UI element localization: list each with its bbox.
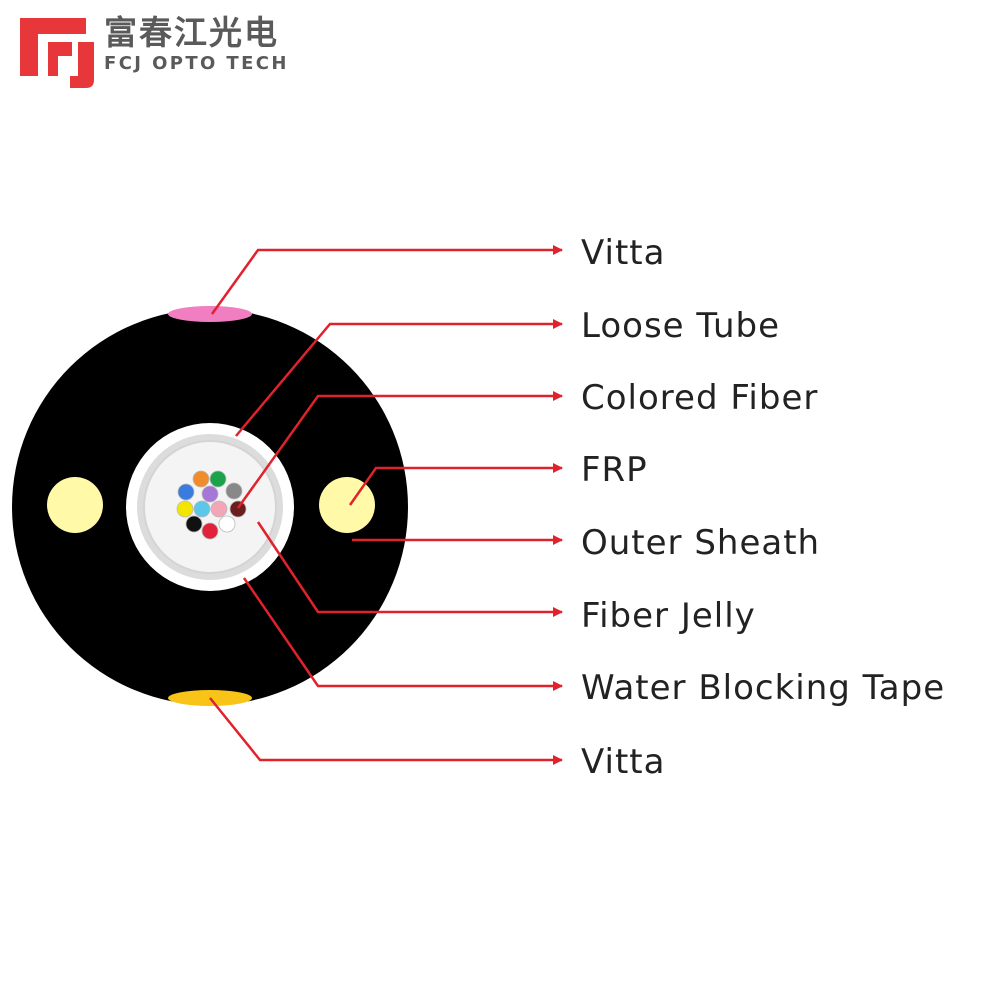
fcj-logo-icon (20, 18, 94, 88)
leader-water-blocking-tape (242, 577, 563, 691)
colored-fiber (229, 500, 247, 518)
brand-header: 富春江光电 FCJ OPTO TECH (0, 0, 340, 90)
colored-fiber (192, 470, 210, 488)
frp-left (47, 477, 103, 533)
colored-fiber (218, 515, 236, 533)
colored-fiber (176, 500, 194, 518)
leader-colored-fiber (236, 391, 563, 509)
label-loose-tube: Loose Tube (581, 306, 780, 346)
label-vitta-bottom: Vitta (581, 742, 665, 782)
colored-fiber (201, 485, 219, 503)
brand-name-cn: 富春江光电 (104, 13, 279, 52)
leader-vitta-bottom (209, 697, 563, 765)
colored-fiber (185, 515, 203, 533)
label-outer-sheath: Outer Sheath (581, 523, 820, 563)
leader-loose-tube (235, 319, 563, 437)
colored-fiber (201, 522, 219, 540)
colored-fibers (176, 470, 247, 540)
colored-fiber (225, 482, 243, 500)
colored-fiber (193, 500, 211, 518)
label-fiber-jelly: Fiber Jelly (581, 596, 756, 636)
label-frp: FRP (581, 450, 648, 490)
vitta-top (168, 306, 252, 322)
colored-fiber (210, 500, 228, 518)
leader-vitta-top (210, 245, 563, 315)
frp-right (319, 477, 375, 533)
brand-name-en: FCJ OPTO TECH (104, 53, 289, 74)
leader-fiber-jelly (256, 521, 563, 617)
leader-lines (209, 245, 563, 765)
label-colored-fiber: Colored Fiber (581, 378, 818, 418)
label-water-blocking-tape: Water Blocking Tape (581, 668, 945, 708)
colored-fiber (177, 483, 195, 501)
colored-fiber (209, 470, 227, 488)
leader-frp (348, 463, 563, 506)
label-vitta-top: Vitta (581, 233, 665, 273)
